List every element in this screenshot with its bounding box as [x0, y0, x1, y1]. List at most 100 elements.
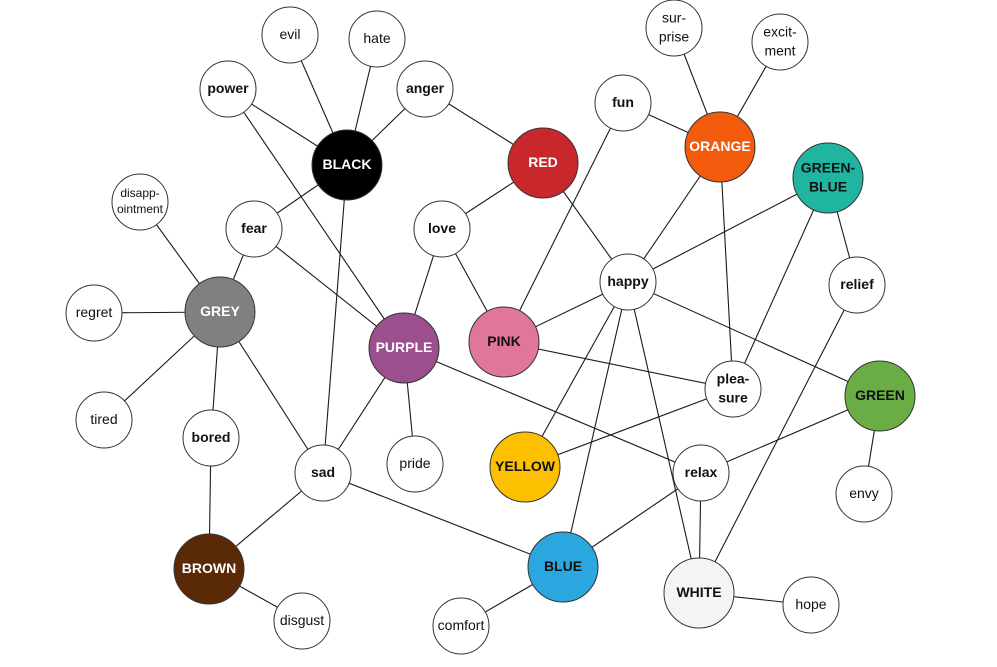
node-label-purple: PURPLE: [376, 339, 433, 355]
node-hate: hate: [348, 10, 406, 68]
node-brown: BROWN: [173, 533, 245, 605]
node-circle-disgust: [273, 592, 331, 650]
node-love: love: [413, 200, 471, 258]
edge-happy-blue: [562, 281, 629, 568]
node-black: BLACK: [311, 129, 383, 201]
node-regret: regret: [65, 284, 123, 342]
node-label-happy: happy: [607, 273, 648, 289]
node-label-pride: pride: [399, 455, 430, 471]
edge-pleasure-yellow: [524, 388, 734, 468]
node-circle-hate: [348, 10, 406, 68]
node-circle-evil: [261, 6, 319, 64]
node-red: RED: [507, 127, 579, 199]
node-relax: relax: [672, 444, 730, 502]
node-label-relief: relief: [840, 276, 874, 292]
node-circle-grey: [184, 276, 256, 348]
node-label-blue: BLUE: [544, 558, 582, 574]
node-circle-tired: [75, 391, 133, 449]
node-circle-power: [199, 60, 257, 118]
node-circle-orange: [684, 111, 756, 183]
node-label-hope: hope: [795, 596, 826, 612]
node-excitement: excit-ment: [751, 13, 809, 71]
edge-sad-blue: [322, 472, 564, 568]
node-label-disappointment: disapp-ointment: [117, 186, 164, 216]
node-label-envy: envy: [849, 485, 879, 501]
edge-black-sad: [322, 164, 348, 474]
edge-greenblue-pleasure: [732, 177, 829, 390]
node-circle-blue: [527, 531, 599, 603]
edge-pink-pleasure: [503, 341, 734, 390]
node-circle-black: [311, 129, 383, 201]
node-circle-happy: [599, 253, 657, 311]
node-circle-pink: [468, 306, 540, 378]
node-label-greenblue: GREEN-BLUE: [801, 159, 856, 194]
node-label-sad: sad: [311, 464, 335, 480]
node-circle-regret: [65, 284, 123, 342]
node-pink: PINK: [468, 306, 540, 378]
node-greenblue: GREEN-BLUE: [792, 142, 864, 214]
node-label-regret: regret: [76, 304, 113, 320]
node-power: power: [199, 60, 257, 118]
edge-greenblue-happy: [627, 177, 829, 283]
node-orange: ORANGE: [684, 111, 756, 183]
node-grey: GREY: [184, 276, 256, 348]
node-fun: fun: [594, 74, 652, 132]
node-label-surprise: sur-prise: [659, 9, 690, 44]
node-circle-fun: [594, 74, 652, 132]
node-label-orange: ORANGE: [689, 138, 750, 154]
node-label-red: RED: [528, 154, 558, 170]
node-circle-love: [413, 200, 471, 258]
node-label-tired: tired: [90, 411, 117, 427]
node-label-comfort: comfort: [438, 617, 485, 633]
node-purple: PURPLE: [368, 312, 440, 384]
node-circle-red: [507, 127, 579, 199]
node-label-white: WHITE: [676, 584, 721, 600]
node-circle-envy: [835, 465, 893, 523]
node-circle-relief: [828, 256, 886, 314]
node-green: GREEN: [844, 360, 916, 432]
edge-purple-relax: [403, 347, 702, 474]
node-circle-comfort: [432, 597, 490, 655]
node-label-yellow: YELLOW: [495, 458, 556, 474]
node-circle-relax: [672, 444, 730, 502]
node-circle-purple: [368, 312, 440, 384]
node-envy: envy: [835, 465, 893, 523]
node-surprise: sur-prise: [645, 0, 703, 57]
node-circle-green: [844, 360, 916, 432]
node-label-love: love: [428, 220, 456, 236]
node-label-grey: GREY: [200, 303, 240, 319]
edge-fun-pink: [503, 102, 624, 343]
node-anger: anger: [396, 60, 454, 118]
edge-orange-pleasure: [719, 146, 734, 390]
node-label-fun: fun: [612, 94, 634, 110]
node-blue: BLUE: [527, 531, 599, 603]
edge-happy-white: [627, 281, 700, 594]
node-label-fear: fear: [241, 220, 267, 236]
node-label-power: power: [207, 80, 249, 96]
node-label-black: BLACK: [323, 156, 372, 172]
node-comfort: comfort: [432, 597, 490, 655]
node-disappointment: disapp-ointment: [111, 173, 169, 231]
node-bored: bored: [182, 409, 240, 467]
node-circle-greenblue: [792, 142, 864, 214]
node-pride: pride: [386, 435, 444, 493]
node-label-brown: BROWN: [182, 560, 236, 576]
node-label-evil: evil: [279, 26, 300, 42]
node-yellow: YELLOW: [489, 431, 561, 503]
node-label-hate: hate: [363, 30, 390, 46]
node-circle-yellow: [489, 431, 561, 503]
node-sad: sad: [294, 444, 352, 502]
node-circle-white: [663, 557, 735, 629]
node-circle-anger: [396, 60, 454, 118]
node-label-disgust: disgust: [280, 612, 324, 628]
node-circle-surprise: [645, 0, 703, 57]
node-pleasure: plea-sure: [704, 360, 762, 418]
edge-power-purple: [227, 88, 405, 349]
node-label-excitement: excit-ment: [763, 23, 797, 58]
node-label-relax: relax: [685, 464, 718, 480]
node-label-pleasure: plea-sure: [717, 370, 750, 405]
node-circle-fear: [225, 200, 283, 258]
node-layer: BLACK RED ORANGE GREEN-BLUE GREY PURPLE PINK GR…: [65, 0, 916, 655]
node-fear: fear: [225, 200, 283, 258]
